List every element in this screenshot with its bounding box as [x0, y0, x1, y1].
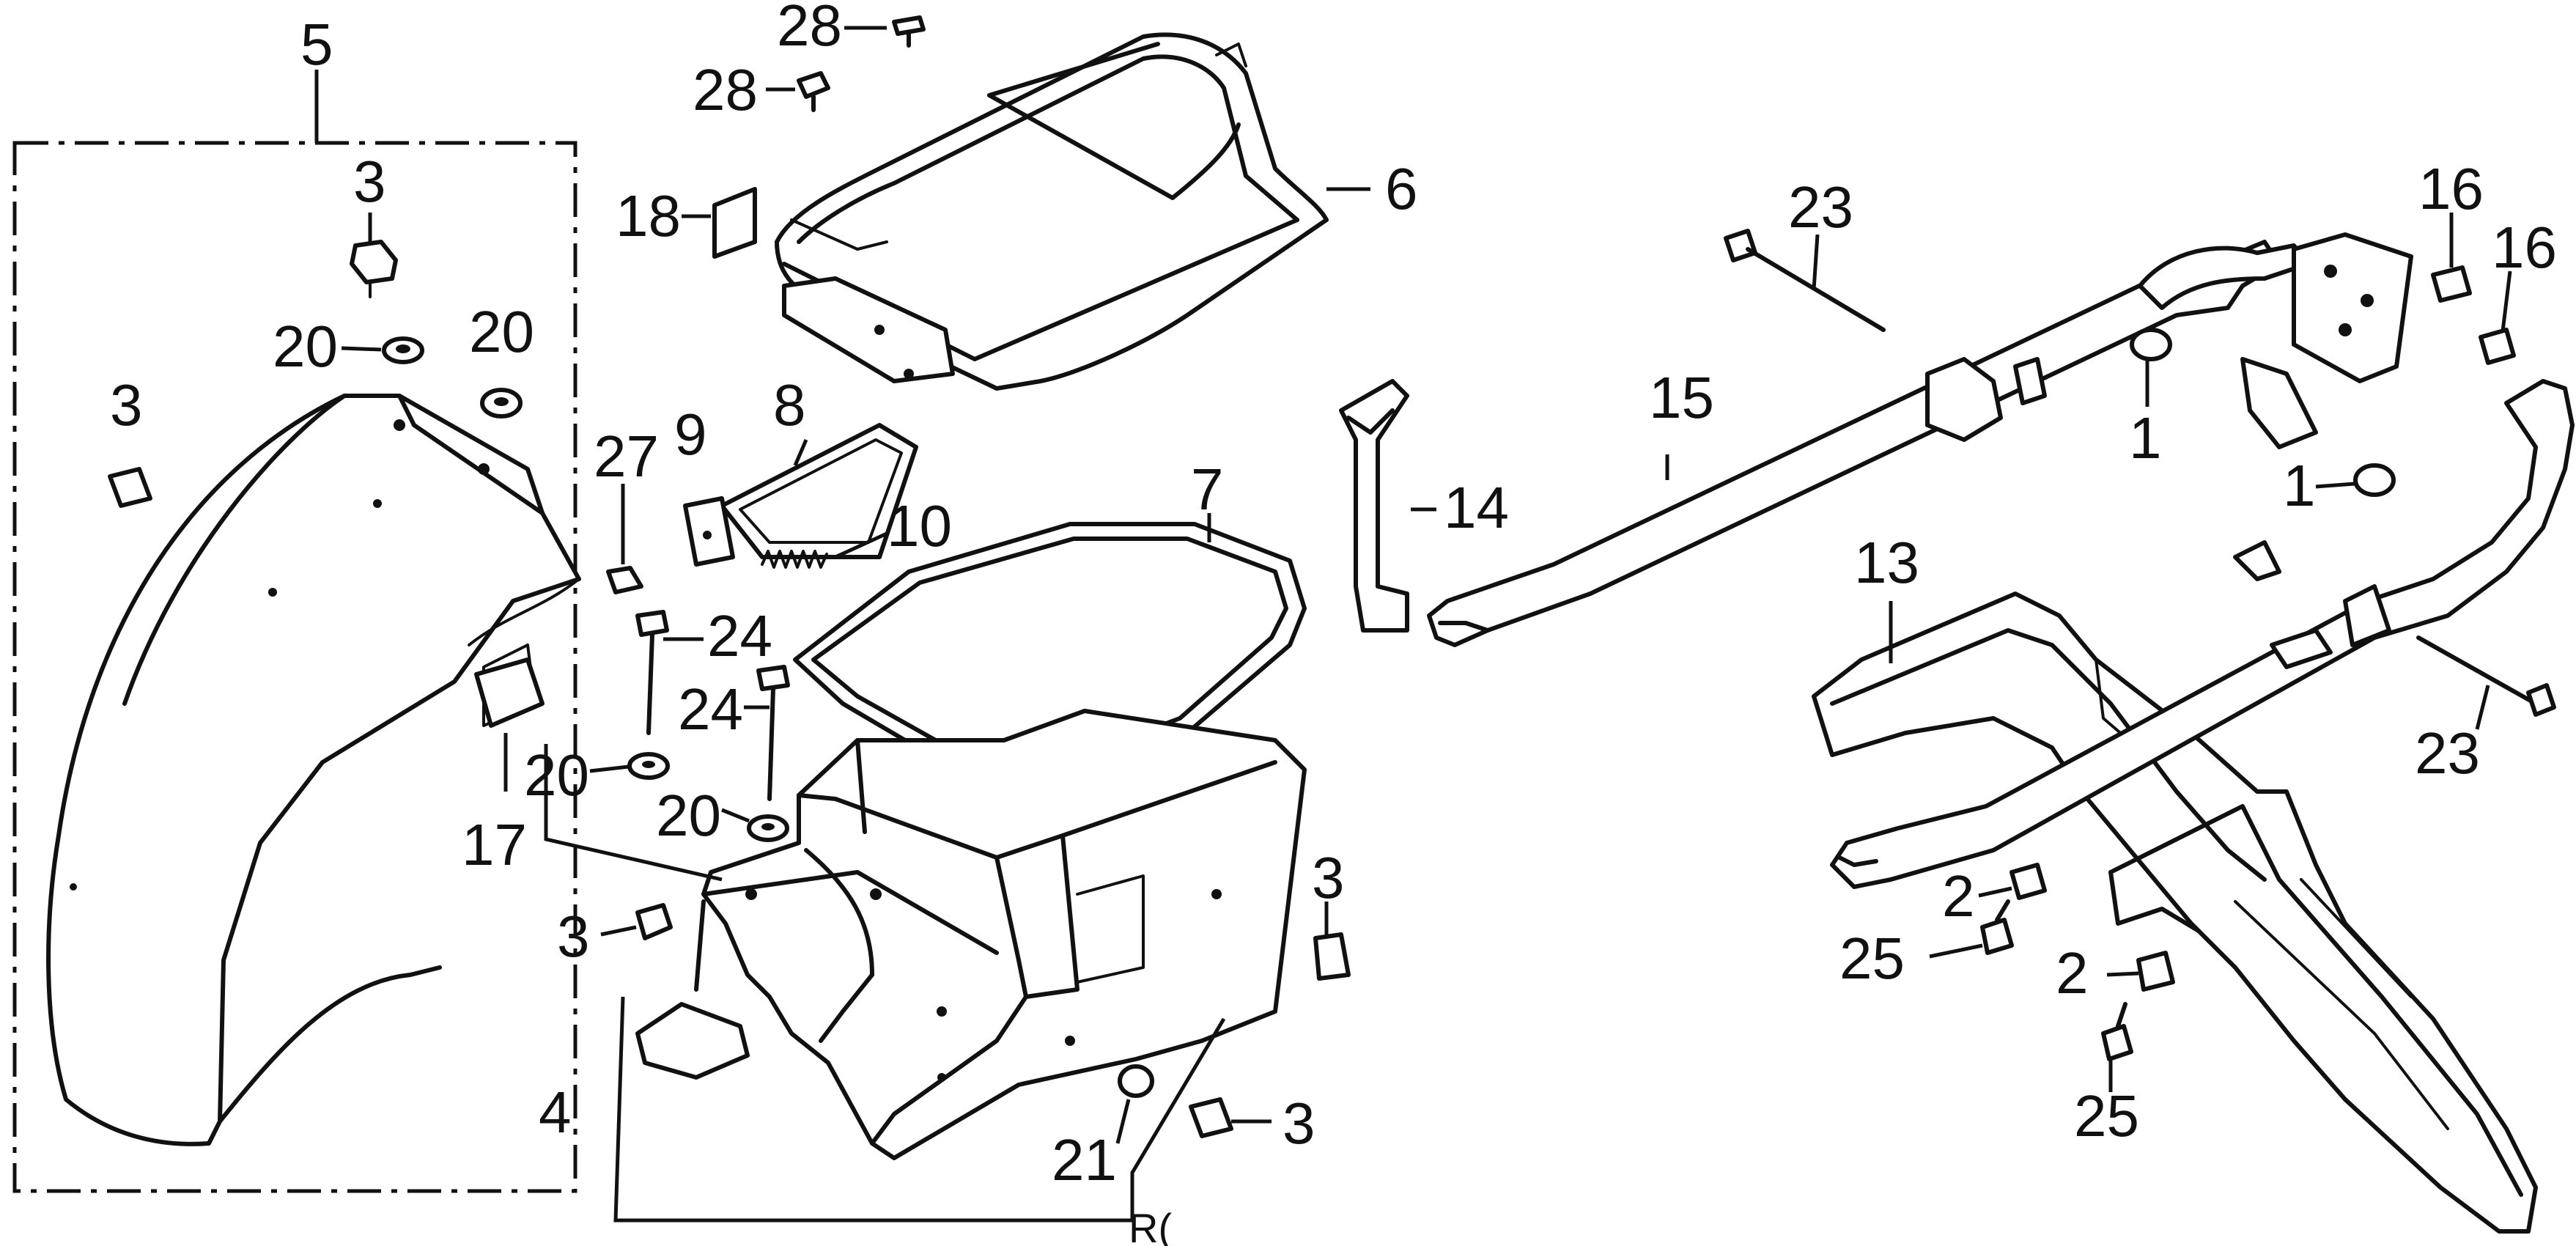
callout-27: 27 [594, 424, 659, 489]
battery-strap [1339, 379, 1436, 633]
callout-14: 14 [1444, 475, 1509, 540]
washer-20-c [589, 752, 670, 780]
rear-sub-frame [1427, 232, 2575, 889]
washer-20-d [721, 808, 789, 842]
air-cleaner-cover [775, 32, 1370, 391]
bolt-23-upper [1724, 229, 1886, 332]
callout-23-upper: 23 [1788, 174, 1853, 240]
callout-3-case-bottom: 3 [1283, 1091, 1315, 1156]
screw-28-a [844, 15, 926, 48]
callout-7: 7 [1191, 457, 1224, 522]
callout-4: 4 [539, 1080, 572, 1145]
callout-2-a: 2 [1942, 863, 1975, 929]
callout-20-c: 20 [524, 742, 589, 808]
callout-10: 10 [887, 493, 952, 559]
callout-13: 13 [1854, 530, 1919, 595]
rear-inner-fender [1812, 591, 2538, 1234]
washer-20-a [341, 336, 424, 364]
tool-bag-plate [720, 423, 918, 559]
nut-2-b [2106, 951, 2175, 992]
bolt-23-lower [2416, 635, 2556, 730]
callout-6: 6 [1385, 156, 1418, 221]
nut-2-a [1978, 863, 2047, 900]
grommet-21 [1115, 1064, 1154, 1144]
screw-25-b [2101, 1002, 2133, 1092]
case-group-bracket [544, 744, 1226, 1223]
callout-1-a: 1 [2129, 405, 2162, 471]
callout-24-b: 24 [678, 677, 743, 742]
callout-20-b: 20 [469, 299, 534, 364]
clip-nut-case-right [1313, 902, 1351, 981]
callout-3-left: 3 [110, 372, 143, 438]
rear-fender [46, 394, 581, 1146]
callout-5: 5 [300, 12, 333, 77]
clip-nut-left [108, 467, 152, 508]
screw-27 [606, 484, 643, 594]
label-sticker [682, 187, 757, 259]
callout-9: 9 [674, 402, 707, 467]
callout-3-top: 3 [353, 149, 386, 214]
bolt-24-b [744, 665, 790, 801]
screw-25-a [1929, 899, 2014, 959]
spring-10 [761, 531, 888, 569]
callout-20-d: 20 [656, 783, 721, 848]
callout-21: 21 [1052, 1127, 1117, 1192]
clip-nut-case-bottom [1189, 1097, 1272, 1138]
callout-1-b: 1 [2283, 453, 2316, 518]
callout-25-b: 25 [2074, 1083, 2139, 1149]
fragment-label: R( [1129, 1205, 1172, 1246]
callout-17: 17 [462, 812, 527, 877]
callout-23-lower: 23 [2415, 720, 2480, 786]
callout-16-a: 16 [2418, 156, 2484, 221]
callout-15: 15 [1649, 365, 1714, 430]
cap-16-a [2431, 213, 2472, 303]
callout-28-b: 28 [693, 57, 758, 122]
callout-20-a: 20 [273, 314, 338, 379]
screw-28-b [766, 71, 830, 112]
collar-1-b [2315, 463, 2396, 497]
callout-3-case-left: 3 [557, 904, 590, 969]
clip-nut-case-left [600, 903, 673, 940]
bolt-24-a [635, 610, 704, 735]
battery-case [635, 709, 1307, 1160]
washer-20-b [480, 388, 523, 419]
callout-8: 8 [773, 372, 806, 438]
clip-nut-top [350, 213, 398, 298]
callout-16-b: 16 [2492, 215, 2557, 280]
callout-2-b: 2 [2056, 940, 2089, 1006]
cap-16-b [2479, 270, 2516, 365]
callout-24-a: 24 [707, 603, 772, 668]
callout-3-case-right: 3 [1312, 845, 1345, 910]
callout-28-a: 28 [777, 0, 842, 58]
bracket-9 [683, 496, 735, 567]
callout-25-a: 25 [1839, 926, 1905, 991]
fender-group-boundary [12, 141, 577, 1193]
callout-18: 18 [616, 183, 681, 248]
trim-strip [474, 657, 545, 792]
collar-1-a [2130, 328, 2172, 407]
